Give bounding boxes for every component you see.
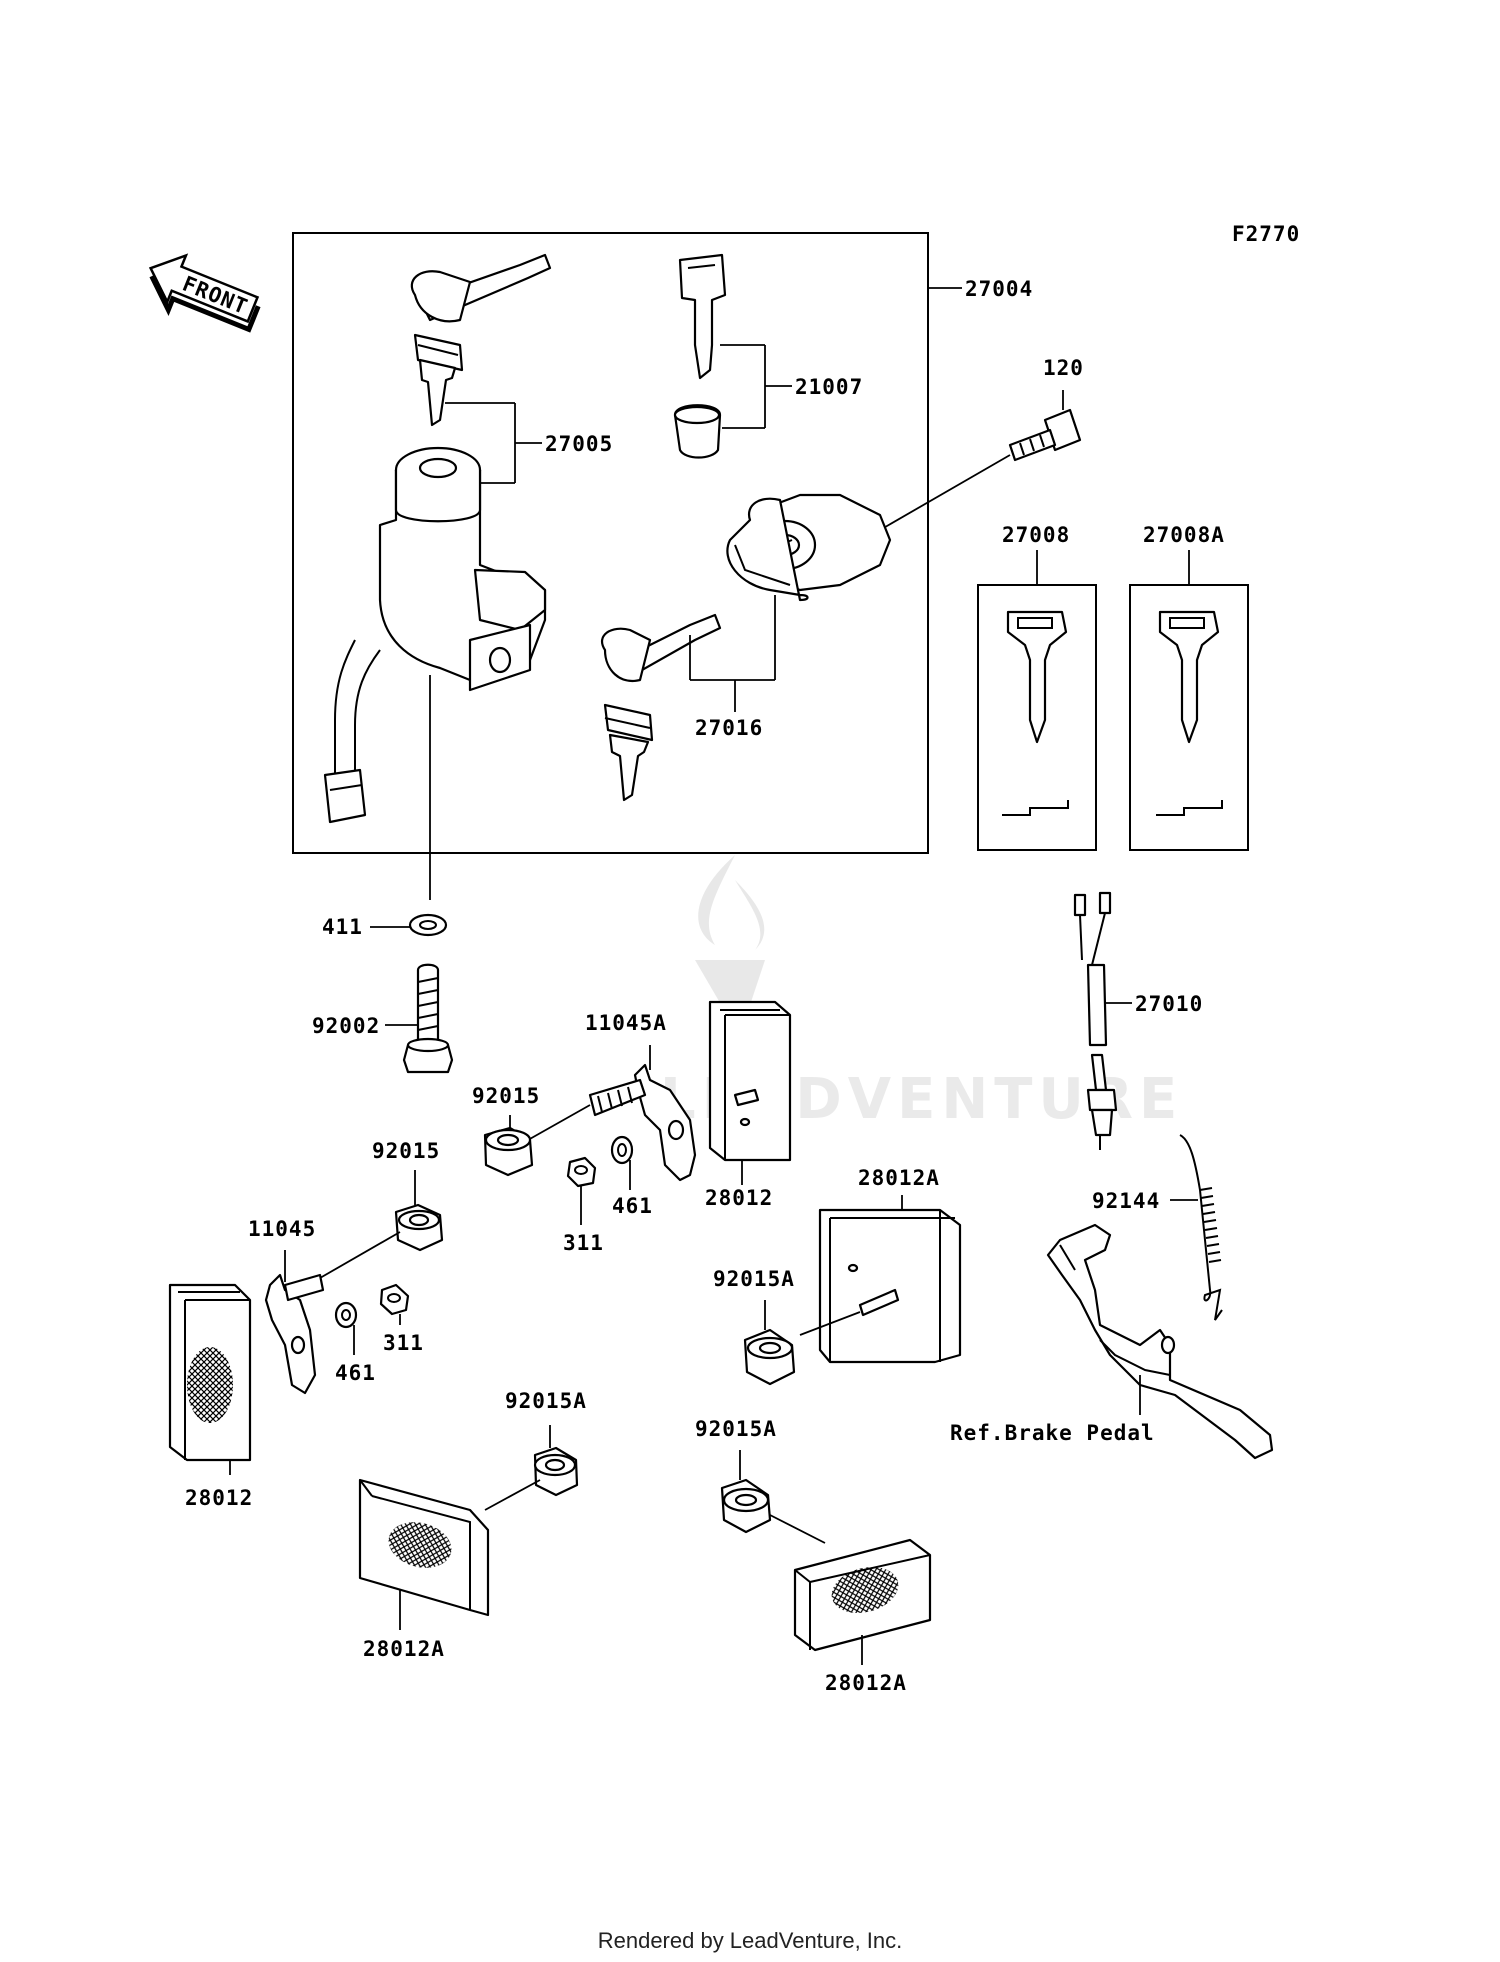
label-27008A: 27008A <box>1143 523 1225 547</box>
label-27010: 27010 <box>1135 992 1203 1016</box>
figure-code: F2770 <box>1232 222 1300 246</box>
label-92015A-lower-mid: 92015A <box>505 1389 587 1413</box>
label-27005: 27005 <box>545 432 613 456</box>
kit-box-27004 <box>292 232 929 854</box>
reflector-28012A-mid <box>818 1208 962 1364</box>
reflector-28012A-lower-right <box>793 1538 932 1652</box>
brake-pedal-ref <box>1046 1223 1274 1460</box>
ignition-switch <box>323 446 547 824</box>
label-11045A: 11045A <box>585 1011 667 1035</box>
label-27016: 27016 <box>695 716 763 740</box>
nut-92015A-lower-mid <box>533 1446 579 1497</box>
label-311-upper: 311 <box>563 1231 604 1255</box>
label-311-lower: 311 <box>383 1331 424 1355</box>
label-411: 411 <box>322 915 363 939</box>
label-28012-upper: 28012 <box>705 1186 773 1210</box>
label-ref-brake-pedal: Ref.Brake Pedal <box>950 1421 1155 1445</box>
label-461-lower: 461 <box>335 1361 376 1385</box>
washer-461-lower <box>334 1301 358 1329</box>
screw-120 <box>1008 408 1082 462</box>
front-label: FRONT <box>179 271 251 319</box>
label-461-upper: 461 <box>612 1194 653 1218</box>
nut-311-upper <box>566 1156 597 1188</box>
reflector-28012-upper <box>708 1000 792 1162</box>
label-92015-upper: 92015 <box>472 1084 540 1108</box>
label-120: 120 <box>1043 356 1084 380</box>
label-92015-lower: 92015 <box>372 1139 440 1163</box>
label-27008: 27008 <box>1002 523 1070 547</box>
ignition-keys-27005 <box>410 253 552 427</box>
label-92002: 92002 <box>312 1014 380 1038</box>
key-27008-icon <box>1002 610 1069 816</box>
spring-92144 <box>1179 1134 1223 1321</box>
footer-credit: Rendered by LeadVenture, Inc. <box>597 1928 903 1953</box>
label-28012A-lower-mid: 28012A <box>363 1637 445 1661</box>
nut-311-lower <box>379 1283 410 1316</box>
washer-411 <box>408 913 448 937</box>
front-arrow-icon: FRONT <box>148 253 261 333</box>
nut-92015-upper <box>483 1126 534 1177</box>
label-27004: 27004 <box>965 277 1033 301</box>
nut-92015-lower <box>394 1203 444 1252</box>
label-11045: 11045 <box>248 1217 316 1241</box>
label-92144: 92144 <box>1092 1189 1160 1213</box>
label-28012A-lower-right: 28012A <box>825 1671 907 1695</box>
reflector-28012-lower <box>168 1283 252 1462</box>
label-92015A-mid: 92015A <box>713 1267 795 1291</box>
seat-lock <box>726 493 892 602</box>
nut-92015A-lower-right <box>720 1478 772 1534</box>
reflector-28012A-lower-mid <box>358 1478 490 1617</box>
washer-461-upper <box>610 1135 634 1165</box>
key-and-cap-21007 <box>673 253 727 459</box>
nut-92015A-mid <box>743 1328 796 1386</box>
label-21007: 21007 <box>795 375 863 399</box>
label-28012A-mid: 28012A <box>858 1166 940 1190</box>
label-92015A-lower-right: 92015A <box>695 1417 777 1441</box>
bracket-11045A <box>588 1063 697 1182</box>
key-27008A-icon <box>1156 610 1223 816</box>
seat-lock-keys-27016 <box>601 613 722 802</box>
label-28012-lower: 28012 <box>185 1486 253 1510</box>
bolt-92002 <box>402 963 454 1074</box>
bracket-11045 <box>264 1273 325 1395</box>
brake-switch-27010 <box>1073 891 1118 1150</box>
